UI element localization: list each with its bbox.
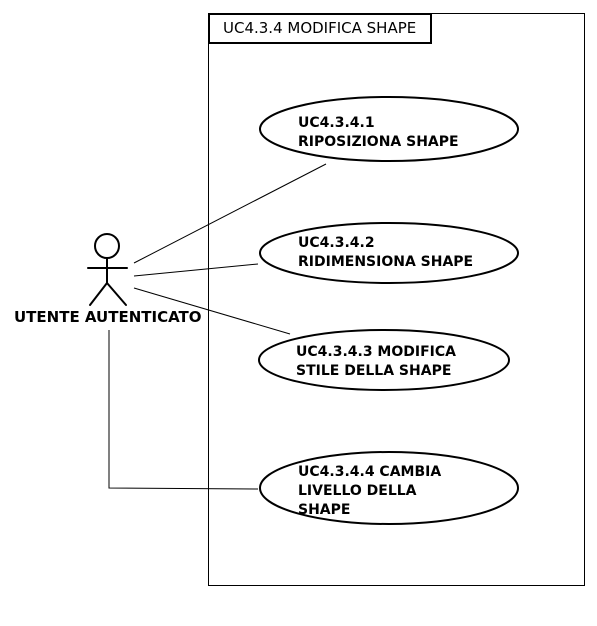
actor-right-leg: [106, 282, 127, 306]
system-title: UC4.3.4 MODIFICA SHAPE: [208, 13, 432, 44]
actor-head: [94, 233, 120, 259]
actor-left-leg: [89, 282, 108, 306]
use-case-uc1-label: UC4.3.4.1 RIPOSIZIONA SHAPE: [298, 115, 459, 150]
association-uc1: [133, 163, 327, 264]
system-title-text: UC4.3.4 MODIFICA SHAPE: [223, 19, 417, 37]
use-case-uc4-label: UC4.3.4.4 CAMBIA LIVELLO DELLA SHAPE: [298, 464, 442, 518]
use-case-uc2-ellipse[interactable]: [259, 222, 519, 284]
use-case-uc3-ellipse[interactable]: [258, 329, 510, 391]
association-uc4: [108, 330, 259, 490]
use-case-uc3-label: UC4.3.4.3 MODIFICA STILE DELLA SHAPE: [296, 344, 456, 379]
actor-icon[interactable]: [87, 233, 128, 306]
association-uc3: [133, 287, 291, 335]
association-uc2: [133, 263, 259, 277]
use-case-uc2-label: UC4.3.4.2 RIDIMENSIONA SHAPE: [298, 235, 474, 270]
use-case-uc1-ellipse[interactable]: [259, 96, 519, 162]
actor-label: UTENTE AUTENTICATO: [14, 308, 202, 326]
use-case-uc4-ellipse[interactable]: [259, 451, 519, 525]
